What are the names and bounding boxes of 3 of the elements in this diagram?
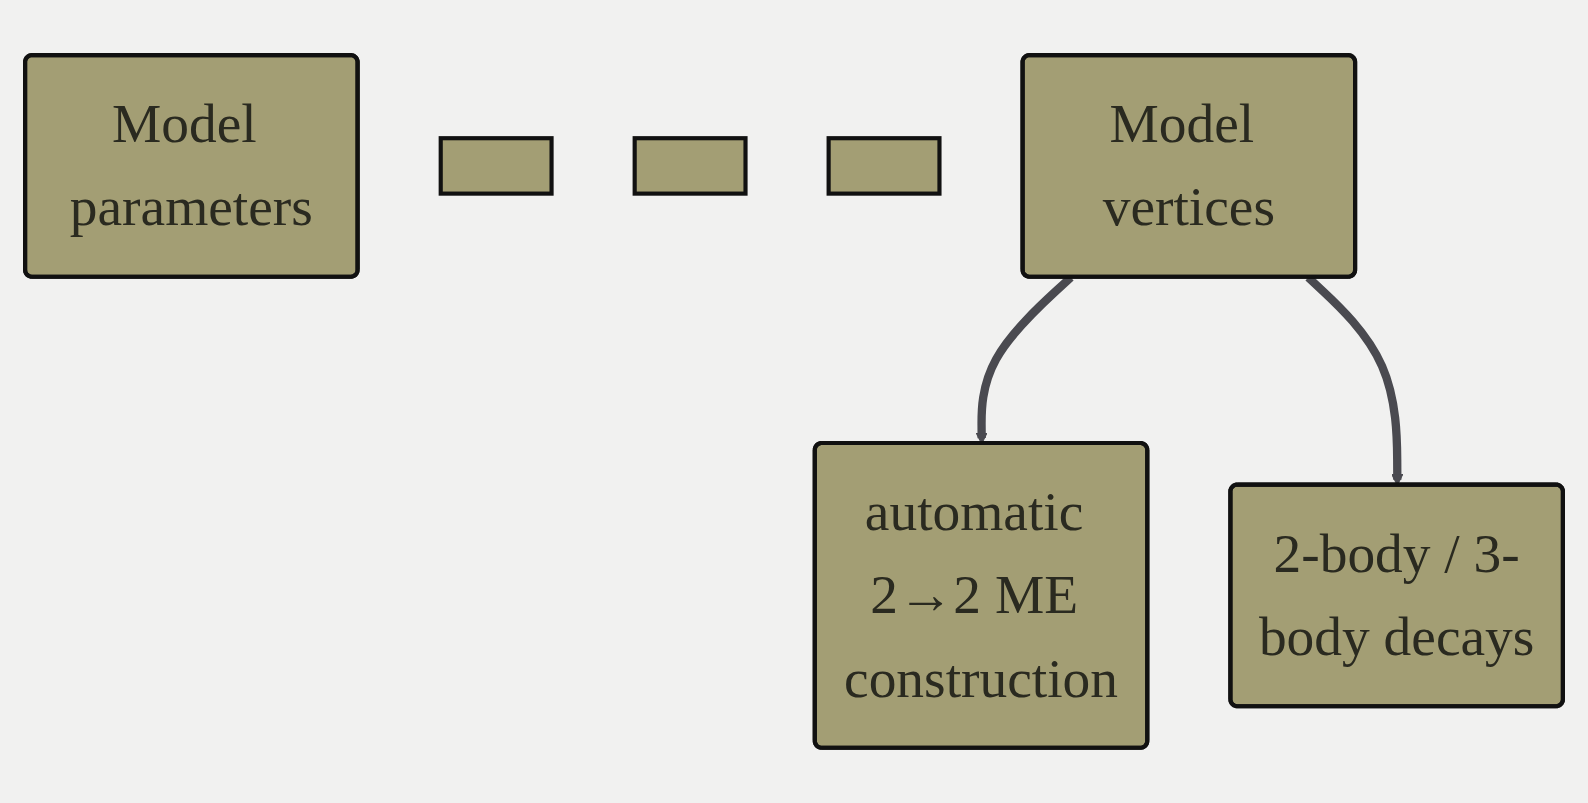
node-box xyxy=(632,136,748,196)
node-box xyxy=(438,136,554,196)
node-box xyxy=(826,136,942,196)
